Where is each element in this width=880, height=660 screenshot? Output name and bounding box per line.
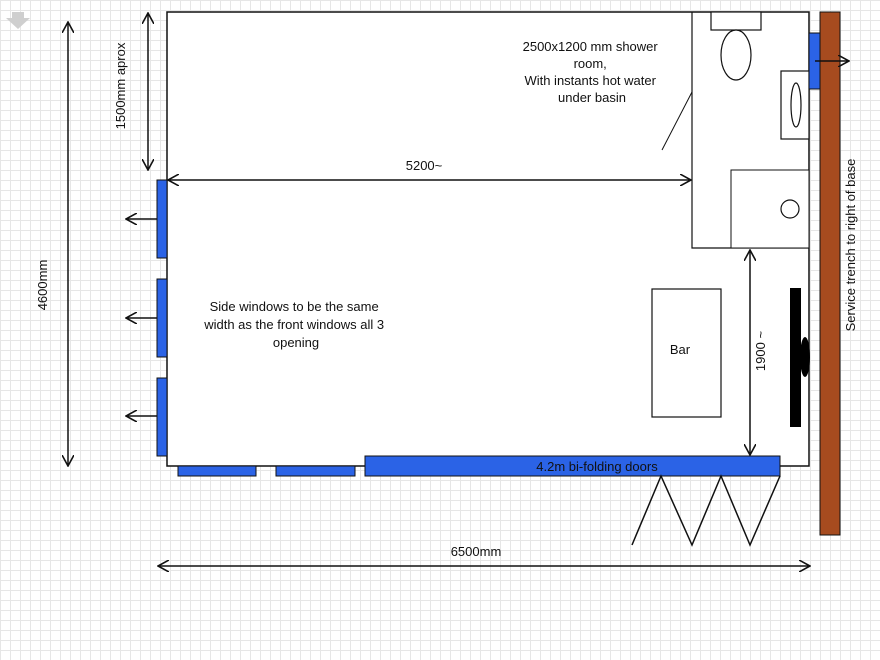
shower-callout-line: [661, 91, 693, 151]
dimension-5200-label: 5200~: [406, 158, 443, 173]
side-window-2: [156, 278, 168, 358]
dimension-1500-label: 1500mm aprox: [113, 42, 128, 129]
wall-heater-knob: [800, 337, 810, 377]
toilet-cistern: [710, 11, 762, 31]
front-window-2: [275, 465, 356, 477]
wall-heater: [790, 288, 801, 427]
bar-label: Bar: [670, 342, 691, 357]
down-arrow-icon[interactable]: [6, 12, 30, 29]
bi-folding-doors-label: 4.2m bi-folding doors: [536, 459, 658, 474]
bi-folding-doors-swing: [631, 474, 781, 547]
service-trench: [819, 11, 841, 536]
side-windows-note: Side windows to be the same width as the…: [203, 299, 388, 350]
front-window-1: [177, 465, 257, 477]
shower-room-note: 2500x1200 mm shower room, With instants …: [523, 39, 662, 105]
dimension-1900-label: 1900 ~: [753, 331, 768, 372]
side-window-1: [156, 179, 168, 259]
dimension-4600-label: 4600mm: [35, 260, 50, 311]
shower-drain: [780, 199, 800, 219]
side-window-3: [156, 377, 168, 457]
service-trench-label: Service trench to right of base: [843, 159, 858, 332]
dimension-6500-label: 6500mm: [451, 544, 502, 559]
bar: [651, 288, 722, 418]
basin-bowl: [790, 82, 802, 128]
bi-folding-doors: [364, 455, 781, 477]
toilet-bowl: [720, 29, 752, 81]
